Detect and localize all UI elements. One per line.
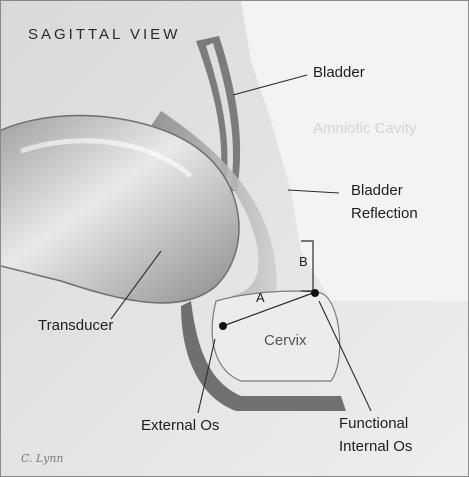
label-cervix: Cervix [264, 332, 307, 350]
label-bladder-reflection-line1: Bladder [351, 182, 403, 200]
label-measure-b: B [299, 253, 308, 271]
label-functional-internal-os-line2: Internal Os [339, 438, 412, 456]
label-bladder-reflection-line2: Reflection [351, 205, 418, 223]
diagram-title: SAGITTAL VIEW [28, 26, 180, 44]
label-bladder: Bladder [313, 64, 365, 82]
functional-internal-os-dot [311, 289, 319, 297]
label-external-os: External Os [141, 417, 219, 435]
label-measure-a: A [256, 289, 265, 307]
label-functional-internal-os-line1: Functional [339, 415, 408, 433]
label-transducer: Transducer [38, 317, 113, 335]
label-amniotic-cavity: Amniotic Cavity [313, 120, 416, 138]
external-os-dot [219, 322, 227, 330]
artist-signature: C. Lynn [21, 450, 64, 468]
